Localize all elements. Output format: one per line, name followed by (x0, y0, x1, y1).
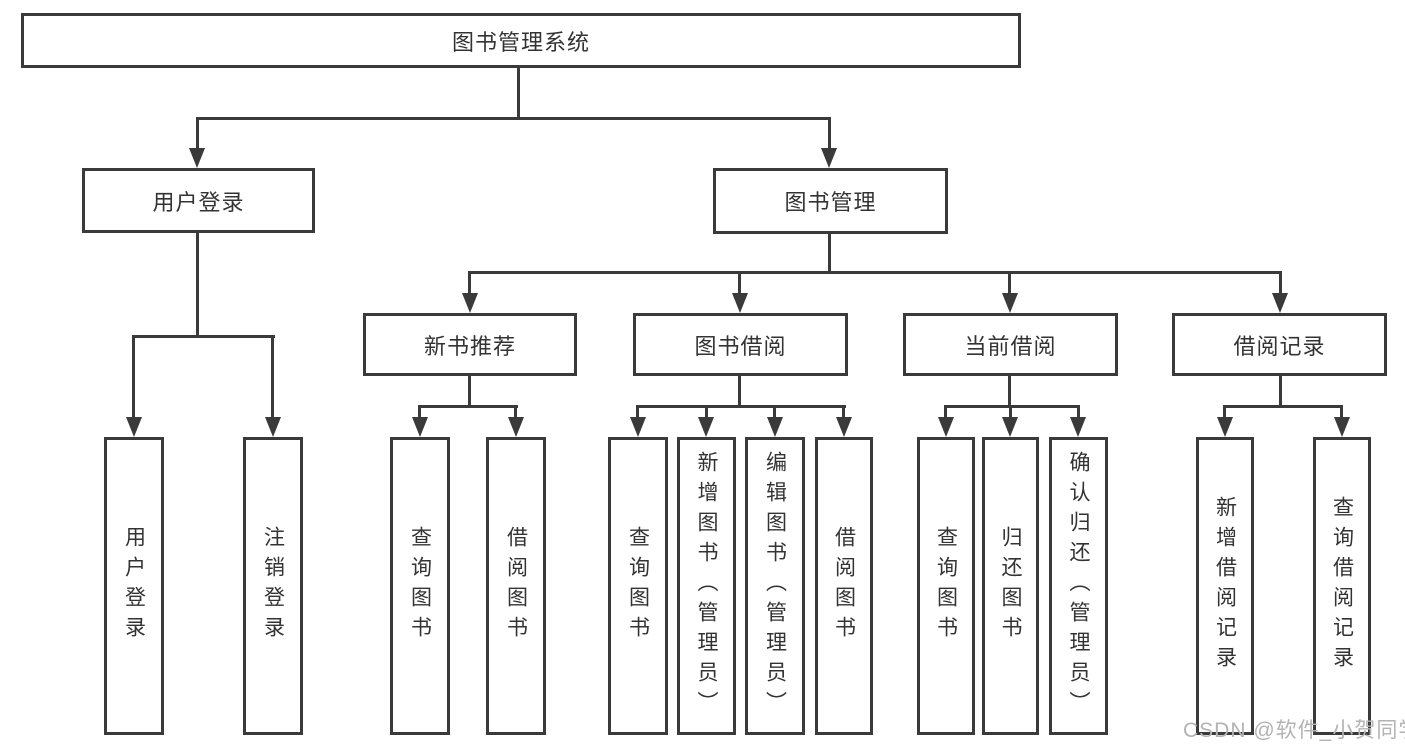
leaf-user-login: 用户登录 (104, 437, 164, 735)
connector-line (828, 118, 831, 150)
connector-line (1279, 272, 1282, 293)
node-label: 查询图书 (408, 526, 432, 646)
connector-line (738, 272, 741, 293)
connector-line (514, 405, 517, 417)
connector-line (1077, 405, 1080, 417)
connector-line (132, 335, 135, 417)
node-label: 用户登录 (122, 526, 146, 646)
arrowhead-down-icon (1272, 293, 1288, 313)
connector-line (468, 272, 471, 293)
arrowhead-down-icon (1334, 417, 1350, 437)
node-label: 借阅图书 (832, 526, 856, 646)
leaf-edit-books-admin: 编辑图书（管理员） (745, 437, 805, 735)
node-label: 用户登录 (152, 189, 245, 215)
connector-line (1008, 376, 1011, 407)
connector-line (705, 405, 708, 417)
leaf-query-borrow-record: 查询借阅记录 (1313, 437, 1371, 735)
node-label: 查询借阅记录 (1330, 496, 1354, 676)
node-label: 图书管理系统 (451, 29, 590, 55)
connector-line (842, 405, 845, 417)
connector-line (196, 118, 199, 150)
arrowhead-down-icon (732, 293, 748, 313)
connector-line (196, 233, 199, 337)
connector-line (1223, 405, 1343, 408)
connector-line (944, 405, 1080, 408)
arrowhead-down-icon (412, 417, 428, 437)
arrowhead-down-icon (508, 417, 524, 437)
leaf-return-books: 归还图书 (982, 437, 1039, 735)
node-library-management-system: 图书管理系统 (21, 13, 1021, 68)
connector-line (196, 117, 831, 120)
node-label: 新增借阅记录 (1213, 496, 1237, 676)
connector-line (517, 68, 520, 118)
node-label: 新书推荐 (423, 333, 516, 359)
leaf-add-books-admin: 新增图书（管理员） (677, 437, 736, 735)
watermark: CSDN @软件_小贺同学 (1183, 719, 1405, 742)
arrowhead-down-icon (1070, 417, 1086, 437)
arrowhead-down-icon (265, 417, 281, 437)
connector-line (468, 271, 1282, 274)
node-label: 查询图书 (934, 526, 958, 646)
node-label: 借阅记录 (1233, 333, 1326, 359)
leaf-add-borrow-record: 新增借阅记录 (1196, 437, 1254, 735)
node-user-login: 用户登录 (82, 168, 315, 233)
arrowhead-down-icon (1217, 417, 1233, 437)
arrowhead-down-icon (821, 148, 837, 168)
leaf-query-books-current: 查询图书 (917, 437, 975, 735)
connector-line (271, 335, 274, 417)
connector-line (636, 405, 846, 408)
connector-line (132, 335, 275, 338)
leaf-query-books-newbook: 查询图书 (390, 437, 450, 735)
connector-line (1223, 405, 1226, 417)
connector-line (636, 405, 639, 417)
node-label: 借阅图书 (504, 526, 528, 646)
node-label: 图书借阅 (694, 333, 787, 359)
node-book-borrowing: 图书借阅 (633, 313, 848, 376)
leaf-borrow-books-borrowing: 借阅图书 (815, 437, 873, 735)
connector-line (944, 405, 947, 417)
node-label: 注销登录 (261, 526, 285, 646)
arrowhead-down-icon (938, 417, 954, 437)
leaf-confirm-return-admin: 确认归还（管理员） (1049, 437, 1108, 735)
connector-line (773, 405, 776, 417)
connector-line (1008, 272, 1011, 293)
arrowhead-down-icon (767, 417, 783, 437)
node-label: 新增图书（管理员） (695, 451, 718, 721)
leaf-query-books-borrowing: 查询图书 (608, 437, 668, 735)
arrowhead-down-icon (836, 417, 852, 437)
node-label: 当前借阅 (964, 333, 1057, 359)
connector-line (418, 405, 421, 417)
arrowhead-down-icon (1002, 293, 1018, 313)
connector-line (468, 376, 471, 407)
node-label: 编辑图书（管理员） (763, 451, 787, 721)
connector-line (828, 233, 831, 273)
node-label: 图书管理 (784, 190, 877, 215)
connector-line (738, 376, 741, 407)
arrowhead-down-icon (1002, 417, 1018, 437)
leaf-borrow-books-newbook: 借阅图书 (486, 437, 546, 735)
node-borrowing-records: 借阅记录 (1172, 313, 1387, 376)
arrowhead-down-icon (189, 148, 205, 168)
node-new-book-recommendation: 新书推荐 (363, 313, 577, 376)
arrowhead-down-icon (630, 417, 646, 437)
node-label: 查询图书 (626, 526, 650, 646)
arrowhead-down-icon (462, 293, 478, 313)
arrowhead-down-icon (126, 417, 142, 437)
connector-line (1279, 376, 1282, 407)
connector-line (1340, 405, 1343, 417)
node-book-management: 图书管理 (713, 168, 948, 234)
node-current-borrowing: 当前借阅 (903, 313, 1118, 376)
connector-line (1009, 405, 1012, 417)
node-label: 归还图书 (999, 526, 1022, 646)
node-label: 确认归还（管理员） (1067, 451, 1090, 721)
connector-line (418, 405, 518, 408)
leaf-logout: 注销登录 (243, 437, 303, 735)
arrowhead-down-icon (698, 417, 714, 437)
